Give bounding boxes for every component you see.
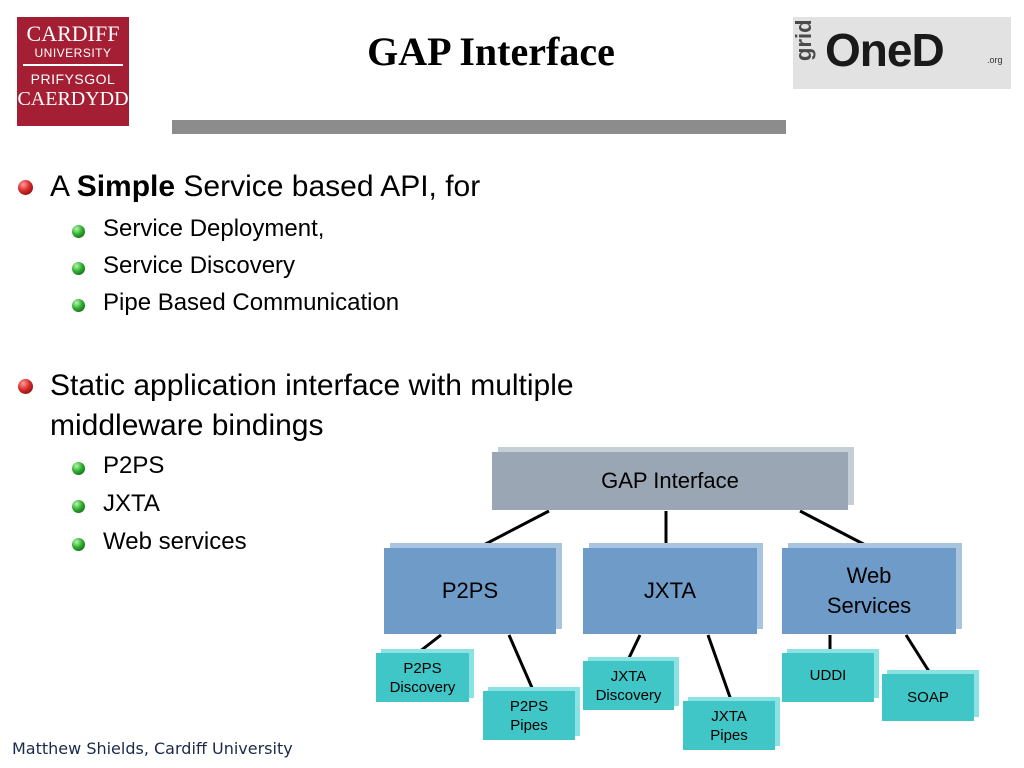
bullet-bold-text: Simple [76, 170, 176, 203]
box-label-line: Services [826, 593, 912, 618]
box-label-line: P2PS [509, 697, 549, 715]
title-divider [172, 120, 786, 134]
connector-line [507, 634, 535, 691]
bullet-icon [18, 180, 33, 195]
connector-line [904, 634, 932, 674]
box-label-line: P2PS [403, 659, 442, 677]
sub-bullet-icon [72, 462, 85, 475]
slide-title: GAP Interface [367, 29, 615, 74]
box-label: SOAP [907, 689, 949, 706]
sub-bullet-icon [72, 500, 85, 513]
jxta-box: JXTA [583, 548, 757, 634]
box-label: Web Services [782, 548, 956, 634]
logo-text: .org [987, 55, 1003, 65]
box-label-line: Discovery [389, 678, 456, 696]
connector-line [706, 634, 733, 701]
gridoned-logo: grid OneD .org [791, 17, 1011, 89]
connector-line [475, 509, 550, 551]
sub-bullet-icon [72, 262, 85, 275]
box-label: JXTA Discovery [583, 661, 674, 710]
p2ps-pipes-box: P2PS Pipes [483, 691, 575, 740]
box-label: JXTA Pipes [683, 701, 775, 750]
box-label-line: Web [846, 563, 892, 588]
box-label: UDDI [809, 667, 847, 684]
footer-author: Matthew Shields, Cardiff University [12, 739, 293, 758]
bullet-text: Static application interface with multip… [50, 369, 574, 402]
bullet-text-part: Service based API, for [175, 170, 481, 203]
sub-bullet-text: Service Deployment, [103, 215, 325, 242]
box-label: GAP Interface [601, 468, 739, 493]
bullet-text-part: A [50, 170, 77, 203]
logo-text: CAERDYDD [17, 88, 129, 110]
uddi-box: UDDI [782, 653, 874, 702]
sub-bullet-icon [72, 299, 85, 312]
box-label: P2PS [441, 578, 499, 603]
box-label-line: Pipes [710, 726, 748, 744]
jxta-discovery-box: JXTA Discovery [583, 661, 674, 710]
connector-line [799, 509, 874, 551]
soap-box: SOAP [882, 674, 974, 721]
gap-interface-box: GAP Interface [492, 452, 848, 510]
box-label-line: JXTA [610, 667, 647, 685]
sub-bullet-text: JXTA [103, 490, 160, 517]
box-label-line: Discovery [595, 686, 662, 704]
logo-text: PRIFYSGOL [30, 71, 116, 87]
logo-text: CARDIFF [26, 21, 120, 46]
connector-line [418, 633, 442, 654]
bullet-icon [18, 379, 33, 394]
web-services-box: Web Services [782, 548, 956, 634]
box-label: P2PS Discovery [376, 653, 469, 702]
logo-text: UNIVERSITY [34, 46, 112, 60]
connector-line [626, 634, 642, 661]
box-label-line: JXTA [711, 707, 747, 725]
logo-divider [23, 64, 123, 66]
sub-bullet-icon [72, 538, 85, 551]
sub-bullet-text: Service Discovery [103, 252, 296, 279]
p2ps-box: P2PS [384, 548, 556, 634]
jxta-pipes-box: JXTA Pipes [683, 701, 775, 750]
box-label: P2PS Pipes [483, 691, 575, 740]
p2ps-discovery-box: P2PS Discovery [376, 653, 469, 702]
sub-bullet-icon [72, 225, 85, 238]
bullet-text: A Simple Service based API, for [50, 167, 480, 207]
cardiff-university-logo: CARDIFF UNIVERSITY PRIFYSGOL CAERDYDD [17, 17, 129, 126]
sub-bullet-text: P2PS [103, 452, 165, 479]
box-label: JXTA [643, 578, 697, 603]
sub-bullet-text: Pipe Based Communication [103, 289, 400, 316]
bullet-text: middleware bindings [50, 409, 324, 442]
box-label-line: Pipes [510, 716, 548, 734]
logo-text: OneD [825, 24, 945, 76]
sub-bullet-text: Web services [103, 528, 247, 555]
